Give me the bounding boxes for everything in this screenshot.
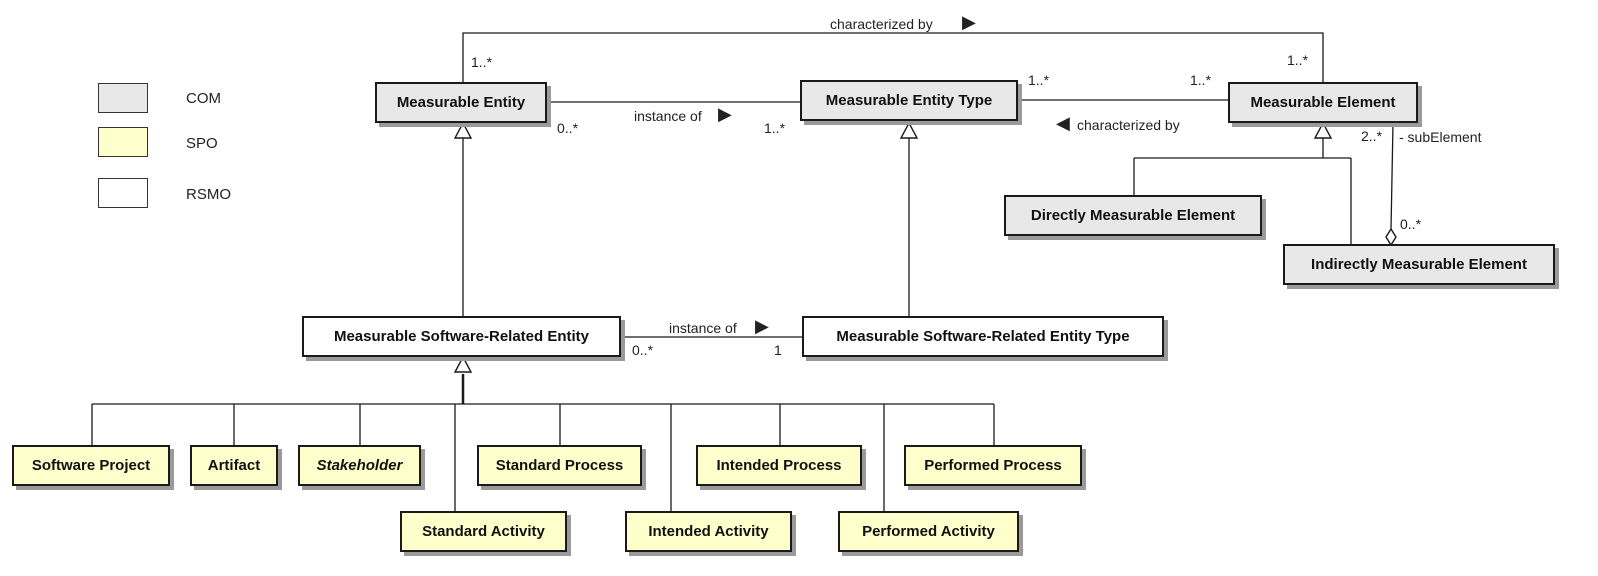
- legend-label-com: COM: [186, 90, 221, 107]
- label-sub-element: - subElement: [1399, 129, 1482, 145]
- legend-swatch-rsmo: [98, 178, 148, 208]
- class-performed-process[interactable]: Performed Process: [904, 445, 1082, 486]
- multiplicity-label: 1..*: [1287, 52, 1309, 68]
- assoc-characterized-by-top: [462, 32, 1324, 84]
- multiplicity-label: 1: [774, 342, 782, 358]
- aggregation-diamond: [1385, 227, 1397, 247]
- class-artifact[interactable]: Artifact: [190, 445, 278, 486]
- generalization-triangle: [453, 355, 473, 373]
- label-instance-of-top: instance of: [634, 108, 702, 124]
- class-intended-process[interactable]: Intended Process: [696, 445, 862, 486]
- class-performed-activity[interactable]: Performed Activity: [838, 511, 1019, 552]
- direction-arrow-right-icon: ▶: [755, 316, 769, 336]
- legend-swatch-com: [98, 83, 148, 113]
- direction-arrow-left-icon: ◀: [1056, 113, 1070, 133]
- multiplicity-label: 1..*: [471, 54, 493, 70]
- class-stakeholder[interactable]: Stakeholder: [298, 445, 421, 486]
- legend-label-spo: SPO: [186, 135, 218, 152]
- multiplicity-label: 0..*: [1400, 216, 1422, 232]
- multiplicity-label: 2..*: [1361, 128, 1383, 144]
- class-measurable-software-related-entity-type[interactable]: Measurable Software-Related Entity Type: [802, 316, 1164, 357]
- generalization-triangle: [1313, 121, 1333, 139]
- class-measurable-software-related-entity[interactable]: Measurable Software-Related Entity: [302, 316, 621, 357]
- class-measurable-entity[interactable]: Measurable Entity: [375, 82, 547, 123]
- generalization-triangle: [453, 121, 473, 139]
- multiplicity-label: 0..*: [632, 342, 654, 358]
- class-standard-activity[interactable]: Standard Activity: [400, 511, 567, 552]
- class-intended-activity[interactable]: Intended Activity: [625, 511, 792, 552]
- class-software-project[interactable]: Software Project: [12, 445, 170, 486]
- generalization-triangle: [899, 121, 919, 139]
- class-directly-measurable-element[interactable]: Directly Measurable Element: [1004, 195, 1262, 236]
- multiplicity-label: 1..*: [1028, 72, 1050, 88]
- multiplicity-label: 0..*: [557, 120, 579, 136]
- class-measurable-element[interactable]: Measurable Element: [1228, 82, 1418, 123]
- multiplicity-label: 1..*: [1190, 72, 1212, 88]
- direction-arrow-right-icon: ▶: [718, 104, 732, 124]
- class-standard-process[interactable]: Standard Process: [477, 445, 642, 486]
- label-instance-of-bottom: instance of: [669, 320, 737, 336]
- class-measurable-entity-type[interactable]: Measurable Entity Type: [800, 80, 1018, 121]
- legend-label-rsmo: RSMO: [186, 186, 231, 203]
- direction-arrow-right-icon: ▶: [962, 12, 976, 32]
- label-characterized-by-top: characterized by: [830, 16, 933, 32]
- legend-swatch-spo: [98, 127, 148, 157]
- assoc-sub-element: [1390, 122, 1394, 231]
- multiplicity-label: 1..*: [764, 120, 786, 136]
- class-indirectly-measurable-element[interactable]: Indirectly Measurable Element: [1283, 244, 1555, 285]
- label-characterized-by-mid: characterized by: [1077, 117, 1180, 133]
